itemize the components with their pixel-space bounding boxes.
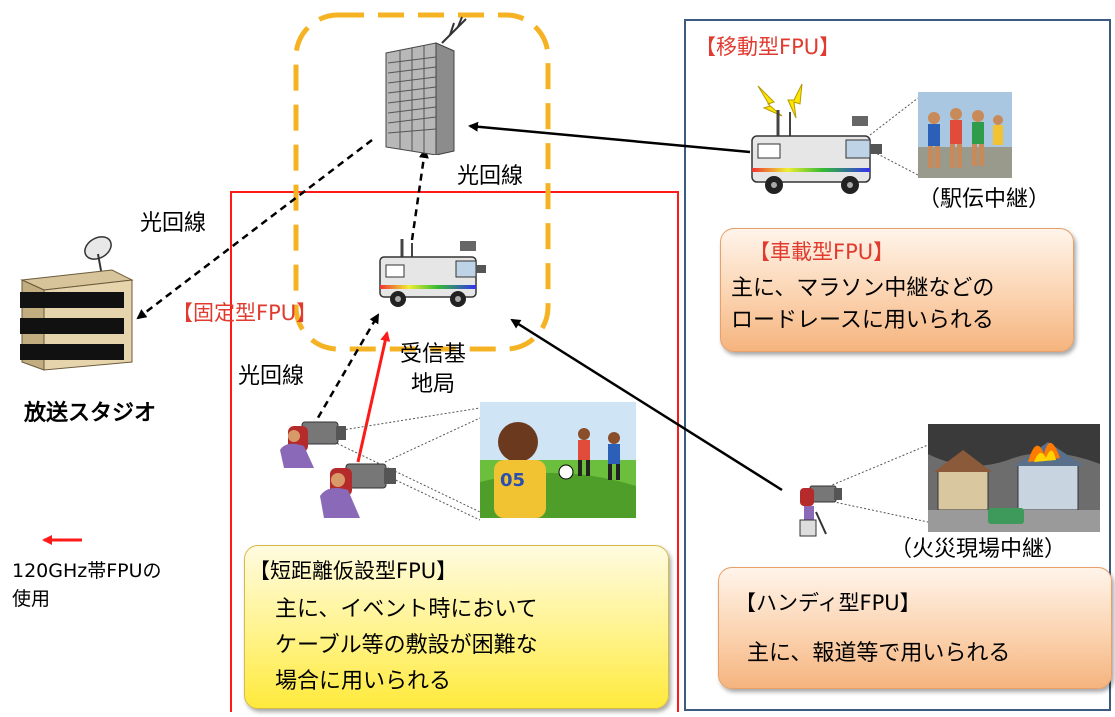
broadcast-building-icon	[385, 16, 467, 155]
handy-fpu-desc-line1: 主に、報道等で用いられる	[747, 641, 1011, 666]
short-range-fpu-desc-line2: ケーブル等の敷設が困難な	[275, 633, 538, 658]
handy-camera-icon	[799, 485, 842, 537]
receiving-station-label-line1: 受信基	[400, 342, 467, 367]
short-range-fpu-desc-line1: 主に、イベント時において	[275, 597, 538, 622]
fire-caption: （火災現場中継）	[890, 537, 1067, 562]
fixed-fpu-frame	[230, 191, 679, 712]
optical-line-label: 光回線	[457, 164, 524, 189]
handy-fpu-box: 【ハンディ型FPU】 主に、報道等で用いられる	[718, 567, 1112, 689]
optical-line-label: 光回線	[140, 211, 207, 236]
vehicle-fpu-desc-line2: ロードレースに用いられる	[731, 308, 994, 333]
view-line	[869, 149, 919, 176]
arrow-camera-to-station	[310, 313, 380, 429]
legend-label-line1: 120GHz帯FPUの	[12, 560, 162, 582]
view-line	[824, 444, 929, 489]
mobile-fpu-title: 【移動型FPU】	[695, 35, 841, 59]
ekiden-caption: （駅伝中継）	[918, 187, 1051, 212]
sports-photo: 05	[480, 402, 636, 518]
ekiden-photo	[918, 92, 1012, 178]
handy-fpu-title: 【ハンディ型FPU】	[735, 591, 921, 615]
vehicle-truck-icon	[751, 83, 882, 194]
arrow-vehicle-to-building	[468, 121, 751, 154]
vehicle-fpu-title: 【車載型FPU】	[749, 240, 895, 264]
studio-building-icon	[20, 236, 134, 371]
legend-label-line2: 使用	[12, 588, 51, 610]
receiving-station-label-line2: 地局	[411, 372, 456, 397]
vehicle-fpu-desc-line1: 主に、マラソン中継などの	[731, 276, 995, 301]
short-range-fpu-desc-line3: 場合に用いられる	[275, 669, 452, 694]
camera-icon	[280, 421, 346, 468]
view-line	[384, 417, 481, 463]
fixed-fpu-title: 【固定型FPU】	[172, 301, 318, 325]
station-truck-icon	[379, 239, 486, 307]
view-line	[384, 474, 481, 521]
arrow-station-to-building	[410, 148, 429, 241]
short-range-fpu-box: 【短距離仮設型FPU】 主に、イベント時において ケーブル等の敷設が困難な 場合…	[244, 545, 669, 709]
fire-photo	[928, 424, 1100, 532]
view-line	[329, 407, 481, 433]
arrow-building-to-studio	[136, 139, 373, 320]
arrow-handy-to-station	[510, 318, 783, 492]
vehicle-fpu-box: 【車載型FPU】 主に、マラソン中継などの ロードレースに用いられる	[720, 228, 1074, 352]
camera-icon	[320, 463, 396, 518]
view-line	[824, 499, 929, 523]
studio-label: 放送スタジオ	[24, 401, 157, 426]
jersey-number: 05	[500, 470, 525, 491]
short-range-fpu-title: 【短距離仮設型FPU】	[249, 559, 458, 583]
fixed-station-region	[293, 12, 551, 352]
arrow-camera-to-station-120ghz	[356, 331, 391, 463]
mobile-fpu-frame	[684, 19, 1111, 711]
optical-line-label: 光回線	[238, 364, 305, 389]
